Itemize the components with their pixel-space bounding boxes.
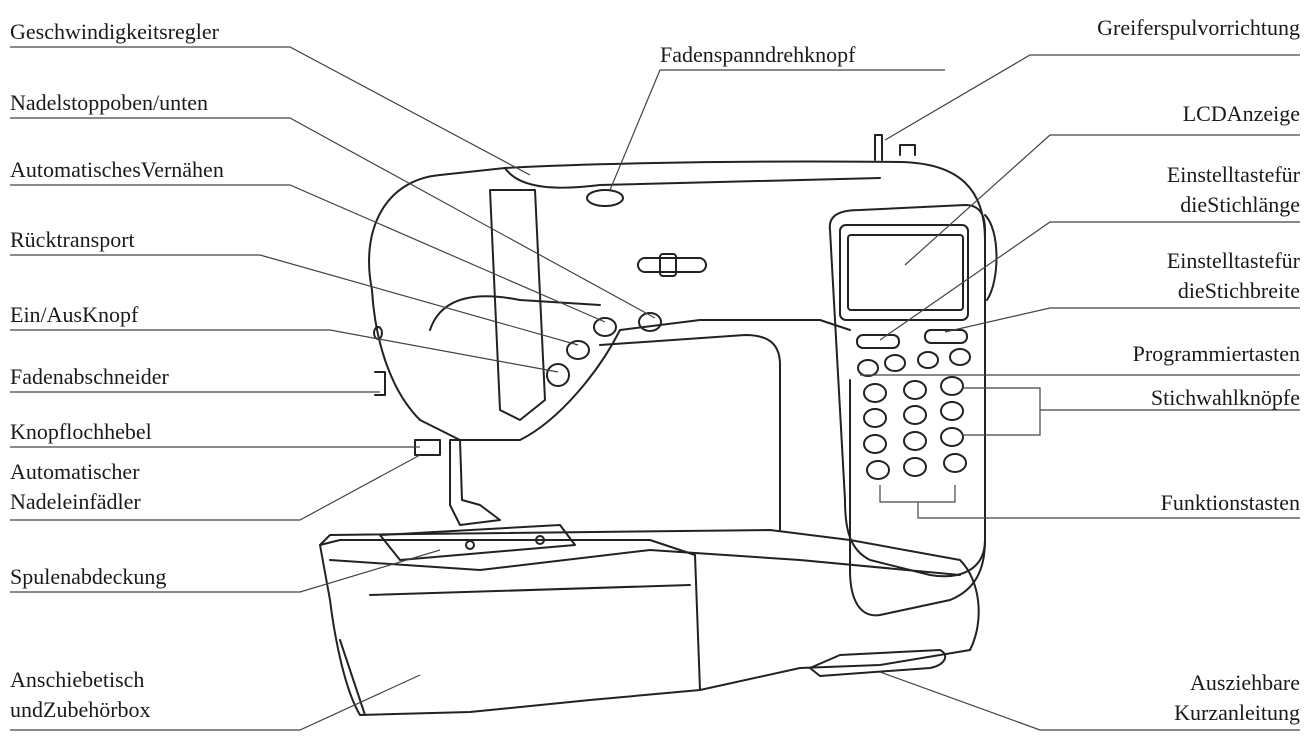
label-auto-threader: Automatischer Nadeleinfädler <box>10 457 141 517</box>
speed-slider-shape <box>637 257 707 273</box>
leader-lines <box>10 46 1300 731</box>
label-thread-cutter: Fadenabschneider <box>10 364 169 389</box>
machine-base <box>319 529 980 716</box>
label-program-keys: Programmiertasten <box>1132 341 1300 366</box>
label-bobbin-cover: Spulenabdeckung <box>10 564 167 589</box>
label-function-keys: Funktionstasten <box>1160 490 1300 515</box>
label-quick-guide-line1: Ausziehbare <box>1190 670 1300 695</box>
label-auto-lock: AutomatischesVernähen <box>10 157 224 182</box>
label-stitch-length: Einstelltastefür dieStichlänge <box>1167 160 1300 220</box>
bobbin-winder-shape <box>874 134 916 161</box>
throat-opening <box>599 334 781 531</box>
needle-plate <box>379 524 576 561</box>
label-extension-table: Anschiebetisch undZubehörbox <box>10 665 151 725</box>
face-plate <box>371 289 851 441</box>
handwheel <box>984 214 998 301</box>
label-stitch-width-line2: dieStichbreite <box>1177 278 1300 303</box>
label-needle-stop: Nadelstoppoben/unten <box>10 90 208 115</box>
label-extension-table-line2: undZubehörbox <box>10 697 151 722</box>
buttonhole-lever-shape <box>414 439 441 456</box>
machine-head-outline <box>368 160 986 617</box>
label-auto-threader-line2: Nadeleinfädler <box>10 489 141 514</box>
label-power: Ein/AusKnopf <box>10 302 139 327</box>
quick-guide-drawer <box>809 649 947 677</box>
label-speed-regulator: Geschwindigkeitsregler <box>10 19 219 44</box>
presser-foot <box>449 439 501 526</box>
label-buttonhole-lever: Knopflochhebel <box>10 419 152 444</box>
label-auto-threader-line1: Automatischer <box>10 459 140 484</box>
label-quick-guide: Ausziehbare Kurzanleitung <box>1174 668 1300 728</box>
control-panel-outline <box>828 204 986 578</box>
label-extension-table-line1: Anschiebetisch <box>10 667 145 692</box>
label-bobbin-winder: Greiferspulvorrichtung <box>1097 15 1300 40</box>
label-stitch-length-line1: Einstelltastefür <box>1166 162 1300 187</box>
label-stitch-width-line1: Einstelltastefür <box>1166 248 1300 273</box>
label-quick-guide-line2: Kurzanleitung <box>1174 700 1300 725</box>
label-tension-dial: Fadenspanndrehknopf <box>660 42 856 67</box>
label-lcd: LCDAnzeige <box>1182 101 1300 126</box>
label-stitch-length-line2: dieStichlänge <box>1180 192 1300 217</box>
label-stitch-select: Stichwahlknöpfe <box>1150 385 1300 410</box>
needle-housing <box>489 189 546 421</box>
machine-arm-top <box>504 167 881 189</box>
face-plate-inner <box>429 295 601 331</box>
label-stitch-width: Einstelltastefür dieStichbreite <box>1167 246 1300 306</box>
base-top-edge <box>329 549 961 576</box>
thread-cutter-shape <box>374 371 386 396</box>
label-reverse: Rücktransport <box>10 227 135 252</box>
lcd-screen <box>839 224 969 321</box>
tension-dial-shape <box>586 189 624 207</box>
